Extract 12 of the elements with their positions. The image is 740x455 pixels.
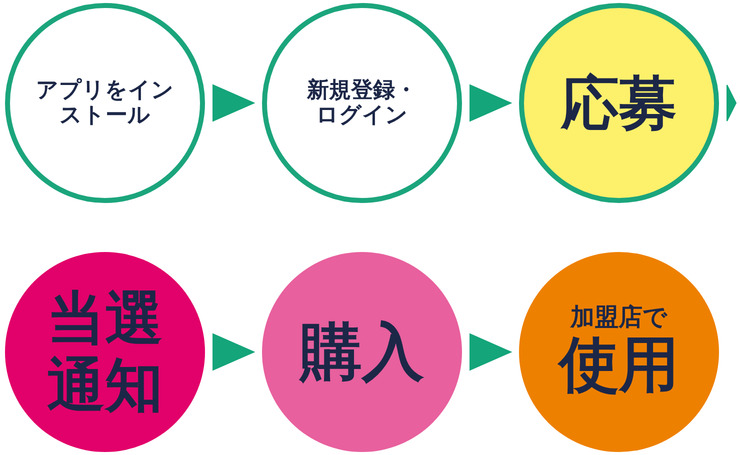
arrow [212, 333, 256, 371]
arrow [470, 84, 512, 122]
step-label: 当選通知 [46, 285, 164, 419]
arrow [726, 84, 737, 122]
step-label: アプリをインストール [35, 78, 175, 128]
arrow [470, 333, 512, 371]
step-label: 購入 [298, 316, 425, 388]
step-label: 使用 [556, 331, 680, 400]
step-label: 加盟店で [569, 304, 668, 332]
arrow [212, 84, 256, 122]
step-label: 応募 [560, 70, 678, 136]
step-label: 新規登録・ログイン [306, 78, 418, 128]
